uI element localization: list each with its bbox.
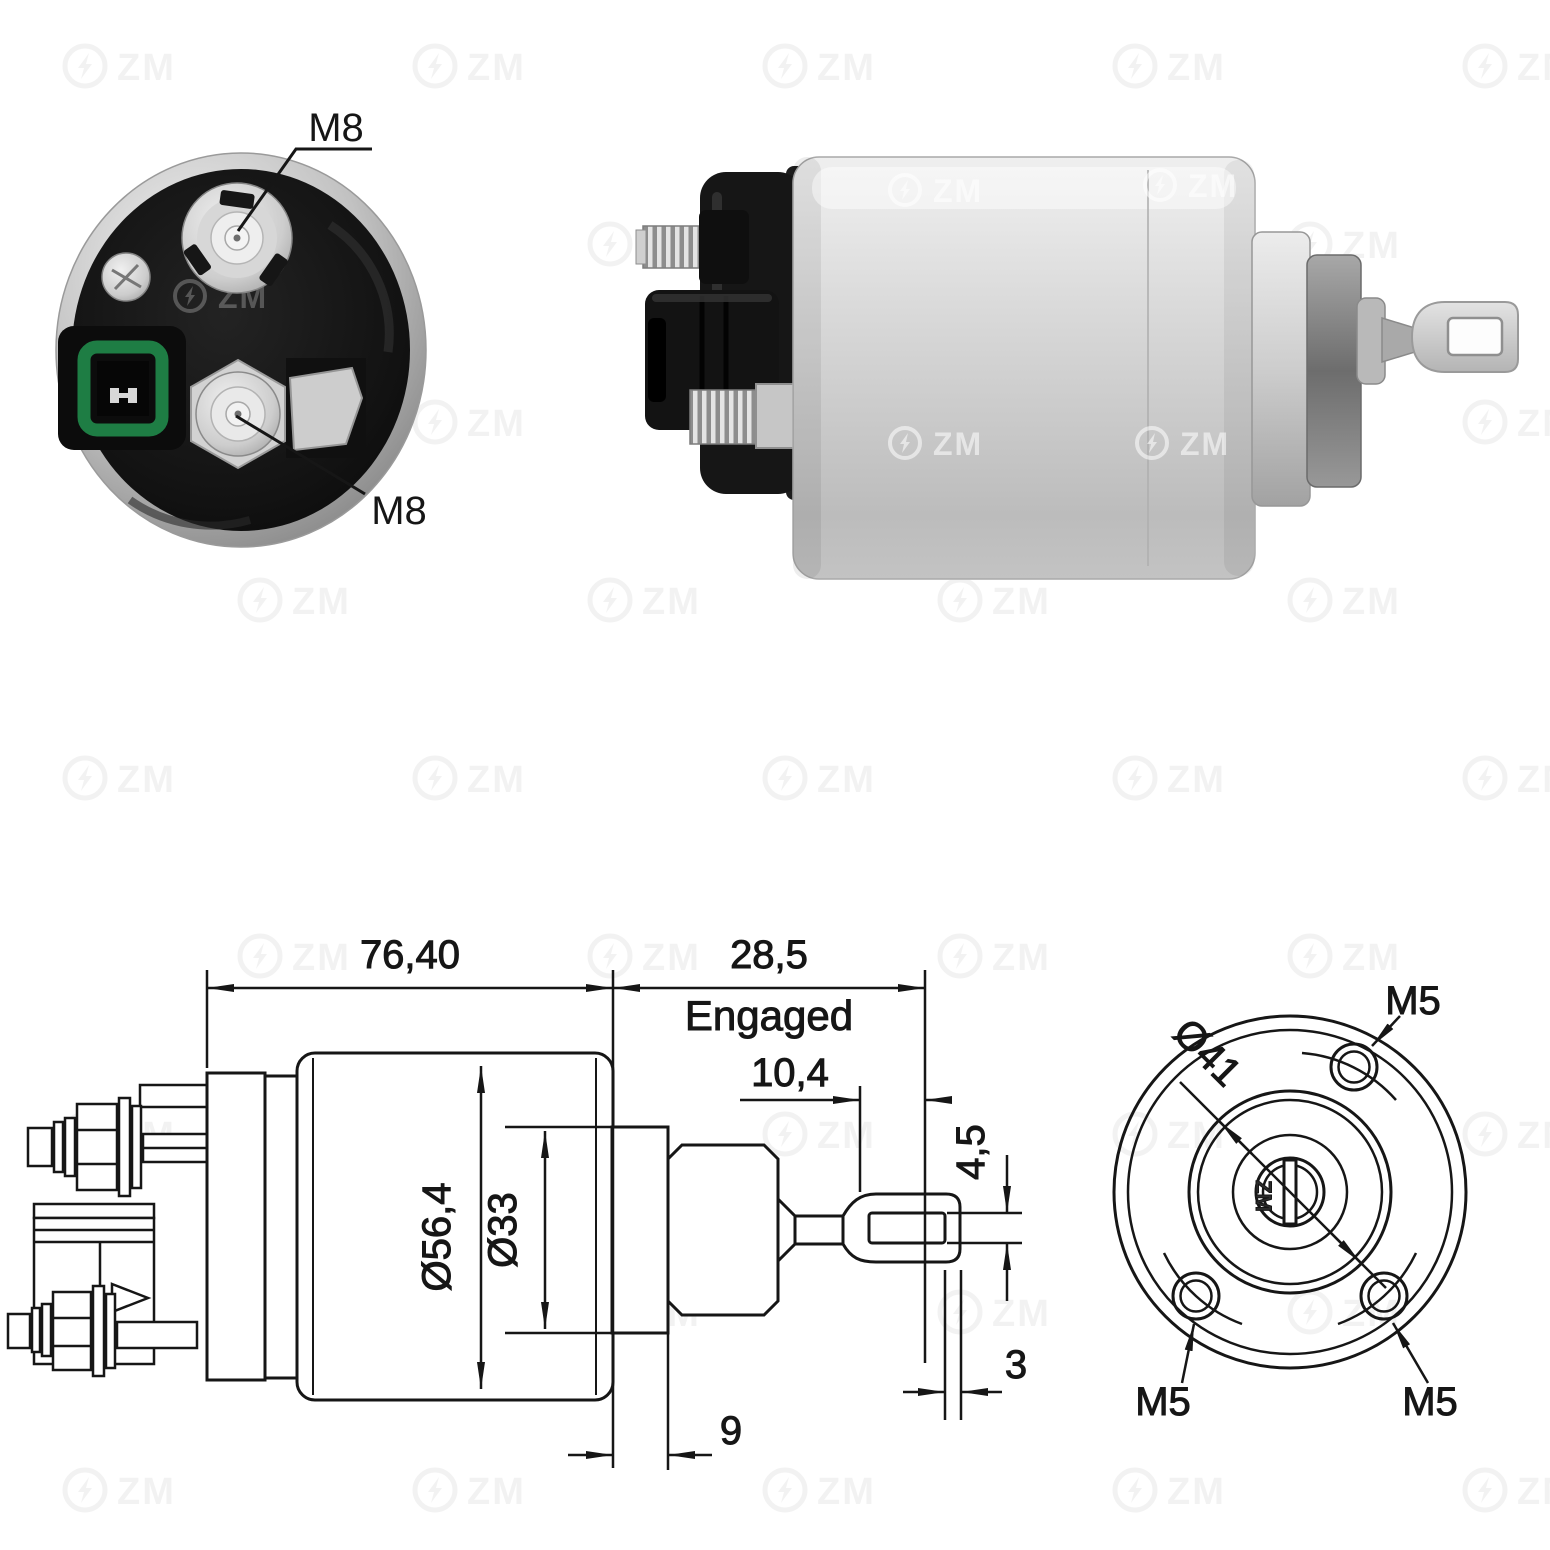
watermark-text: ZM [992, 937, 1051, 979]
dim-engaged-length [613, 970, 927, 1363]
watermark-text: ZM [1167, 1471, 1226, 1513]
watermark-text: ZM [467, 403, 526, 445]
watermark-text: ZM [1342, 937, 1401, 979]
watermark-text: ZM [642, 937, 701, 979]
m5-label-top: M5 [1385, 979, 1441, 1023]
front-flange [1251, 231, 1311, 507]
m5-label-bottom-left: M5 [1135, 1380, 1191, 1424]
photo-watermark: ZM ZM ZM ZM [888, 168, 1238, 462]
bearing-ring [1306, 254, 1362, 488]
side-view-photo: ZM ZM ZM ZM [635, 156, 1519, 580]
dim-text-plunger-travel: 10,4 [751, 1051, 829, 1095]
watermark-text: ZM [642, 581, 701, 623]
watermark-text: ZM [117, 759, 176, 801]
plunger-eye [1410, 301, 1519, 373]
dim-front-diameter [505, 1125, 668, 1335]
watermark-text: ZM [467, 759, 526, 801]
m8-callout-bottom [235, 414, 366, 496]
signal-connector [58, 326, 186, 450]
watermark-text: ZM [992, 1293, 1051, 1335]
watermark-text: ZM [467, 1471, 526, 1513]
watermark-text: ZM [817, 759, 876, 801]
watermark-text: ZM [292, 581, 351, 623]
dim-eye-slot-height [947, 1155, 1022, 1301]
dim-text-engaged-length: 28,5 [730, 933, 808, 977]
watermark-text: ZM [292, 937, 351, 979]
watermark-text: ZM [1517, 1471, 1550, 1513]
watermark-text: ZM [1167, 47, 1226, 89]
solenoid-can [792, 156, 1256, 580]
watermark-text: ZM [933, 426, 983, 462]
molded-ridge [327, 221, 394, 353]
terminal-bolt-bottom [190, 358, 366, 470]
plunger-outline [776, 1192, 962, 1265]
watermark-text: ZM [1167, 1115, 1226, 1157]
watermark-text: ZM [817, 47, 876, 89]
rivet-stud [101, 252, 151, 302]
watermark-text: ZM [1517, 47, 1550, 89]
dim-text-eye-slot-height: 4,5 [949, 1124, 993, 1180]
plunger-hub [1356, 297, 1386, 385]
molded-ridge [127, 496, 252, 530]
watermark-text: ZM [1188, 168, 1238, 204]
dim-tip-width [903, 1270, 1002, 1420]
dim-plunger-travel [740, 1086, 952, 1192]
watermark-text: ZM [1517, 1115, 1550, 1157]
m5-label-bottom-right: M5 [1402, 1380, 1458, 1424]
watermark-text: ZM [117, 47, 176, 89]
side-view-drawing: 76,40 28,5 Engaged 10,4 Ø56,4 Ø33 [6, 933, 1028, 1470]
engaged-caption: Engaged [685, 992, 853, 1039]
bolt-pitch-arcs [1162, 1051, 1418, 1326]
terminal-tab [288, 366, 364, 452]
dim-flange-width [568, 1333, 712, 1470]
zm-hub-mark: ZM [1251, 1180, 1276, 1212]
motor-stud [689, 383, 809, 449]
plunger-shaft [1381, 316, 1416, 364]
watermark-text: ZM [1180, 426, 1230, 462]
housing-outline [205, 1051, 780, 1402]
battery-stud [635, 210, 749, 284]
dim-text-flange-width: 9 [720, 1409, 742, 1453]
m8-label-bottom: M8 [371, 489, 427, 533]
watermark-text: ZM [1167, 759, 1226, 801]
m8-label-top: M8 [308, 106, 364, 150]
m5-leaders [1180, 1015, 1430, 1384]
watermark-text: ZM [933, 173, 983, 209]
m5-bolt-holes [1171, 1042, 1409, 1321]
connector-green-seal [77, 340, 169, 437]
watermark-text: ZM [117, 1471, 176, 1513]
front-circles [1112, 1014, 1468, 1370]
dim-text-body-diameter: Ø56,4 [415, 1183, 459, 1292]
rear-view-photo: ZM [55, 106, 427, 548]
watermark-text: ZM [1517, 759, 1550, 801]
watermark-text: ZM [1517, 403, 1550, 445]
dim-text-tip-width: 3 [1005, 1343, 1027, 1387]
watermark-text: ZM [467, 47, 526, 89]
watermark-text: ZM [1342, 581, 1401, 623]
dim-overall-length [205, 970, 615, 1468]
terminal-bolt-top [181, 182, 293, 294]
watermark-text: ZM [817, 1115, 876, 1157]
dim-bolt-circle [1179, 1081, 1387, 1289]
watermark-text: ZM [817, 1471, 876, 1513]
m8-callout-top [236, 147, 372, 232]
dim-text-front-diameter: Ø33 [481, 1192, 525, 1268]
rear-terminals-linework [6, 1083, 209, 1378]
watermark-text: ZM [992, 581, 1051, 623]
dim-text-overall-length: 76,40 [360, 933, 460, 977]
front-view-drawing: Ø41 ZM M5 M5 M5 [1112, 979, 1468, 1425]
